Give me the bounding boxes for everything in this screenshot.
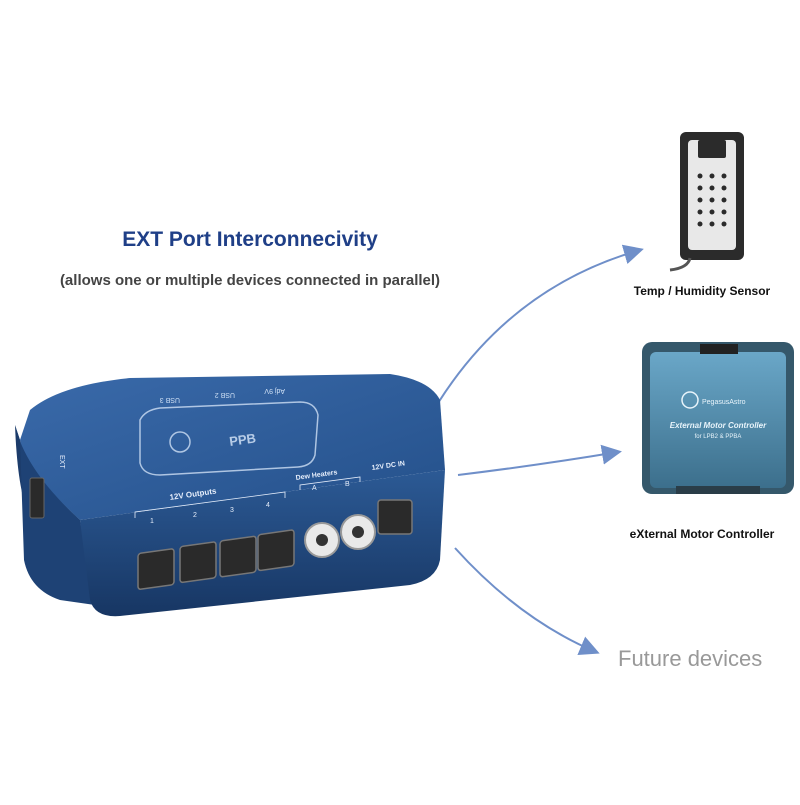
sensor-label: Temp / Humidity Sensor bbox=[633, 284, 771, 298]
motor-controller-icon: PegasusAstro External Motor Controller f… bbox=[642, 342, 794, 494]
temp-humidity-sensor-icon bbox=[669, 132, 744, 272]
output-number-3: 3 bbox=[230, 507, 234, 514]
output-ports bbox=[137, 529, 295, 590]
svg-text:PPB: PPB bbox=[228, 430, 257, 449]
arrow-to-motor-controller bbox=[457, 444, 622, 476]
diagram-title: EXT Port Interconnecivity bbox=[122, 228, 378, 251]
diagram-subtitle: (allows one or multiple devices connecte… bbox=[59, 272, 441, 289]
future-devices-label: Future devices bbox=[618, 646, 763, 671]
motor-controller-brand: PegasusAstro bbox=[702, 399, 746, 406]
motor-controller-panel-title: External Motor Controller bbox=[670, 421, 767, 430]
connection-arrows bbox=[424, 244, 644, 656]
dew-letter-a: A bbox=[312, 485, 317, 492]
pocket-powerbox-hub: PPB USB 3 USB 2 Adj 9V 12V Outputs 1 2 3… bbox=[15, 374, 445, 617]
power-in-port bbox=[377, 499, 413, 535]
hub-top-label: USB 2 bbox=[215, 391, 235, 398]
ext-port-label: EXT bbox=[58, 455, 65, 469]
hub-top-label: USB 3 bbox=[160, 396, 180, 403]
hub-top-label: Adj 9V bbox=[264, 387, 285, 394]
output-port bbox=[137, 548, 175, 590]
output-port bbox=[257, 529, 295, 572]
motor-controller-label: eXternal Motor Controller bbox=[629, 527, 775, 541]
output-number-4: 4 bbox=[266, 502, 270, 509]
output-number-1: 1 bbox=[150, 518, 154, 525]
arrow-to-future bbox=[454, 547, 600, 656]
motor-controller-panel-sub: for LPB2 & PPBA bbox=[695, 434, 742, 440]
power-in-label: 12V DC IN bbox=[371, 460, 405, 472]
output-number-2: 2 bbox=[193, 512, 197, 519]
dew-letter-b: B bbox=[345, 481, 350, 488]
ext-port bbox=[29, 477, 45, 519]
dew-ports bbox=[304, 514, 376, 558]
arrow-to-sensor bbox=[424, 244, 644, 426]
output-port bbox=[179, 541, 217, 584]
output-port bbox=[219, 535, 257, 578]
